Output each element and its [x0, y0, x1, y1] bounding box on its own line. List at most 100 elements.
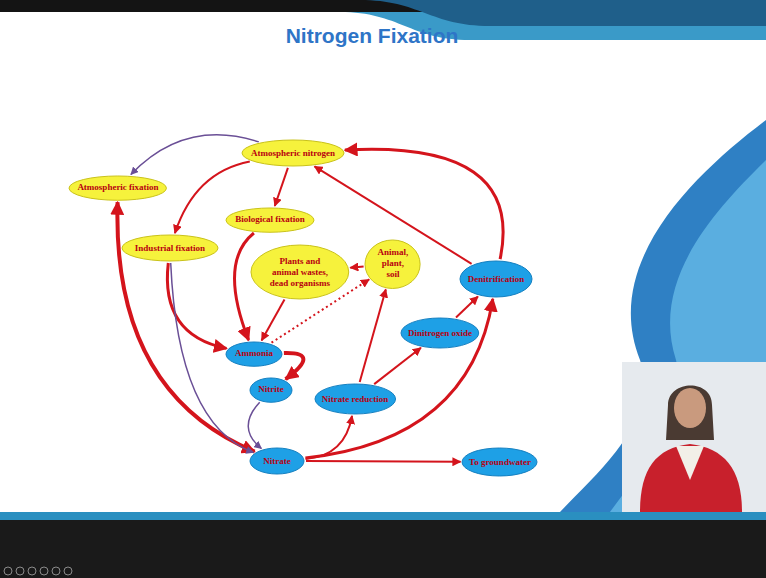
- player-icon: [64, 567, 72, 575]
- ellipse-node: Dinitrogen oxide: [400, 317, 480, 349]
- cloud-node: Atmospheric nitrogen: [241, 139, 345, 167]
- node-text-holder: Biological fixation: [225, 207, 315, 233]
- cloud-node: Animal, plant, soil: [364, 239, 421, 289]
- node-text-group: To groundwater: [469, 457, 531, 468]
- flow-arrow: [262, 300, 285, 341]
- node-shape: [242, 140, 344, 166]
- node-text-group: Biological fixation: [235, 214, 305, 225]
- node-text-group: Dinitrogen oxide: [408, 328, 472, 339]
- node-text-holder: Nitrite: [249, 377, 293, 403]
- flow-arrow: [167, 263, 226, 348]
- node-label: Atmospheric fixation: [77, 182, 158, 193]
- node-text-holder: Animal, plant, soil: [364, 239, 421, 289]
- node-shape: [315, 384, 396, 414]
- bottom-line: [0, 512, 766, 520]
- node-shape: [250, 448, 304, 474]
- presenter-jacket: [640, 444, 742, 512]
- presenter-face: [674, 388, 706, 428]
- node-shape: [365, 240, 420, 288]
- node-text-group: Nitrate: [263, 456, 290, 467]
- flow-arrow: [306, 460, 461, 463]
- flow-arrow: [131, 135, 259, 175]
- ellipse-node: To groundwater: [461, 447, 538, 477]
- player-icon: [40, 567, 48, 575]
- flow-arrow: [456, 297, 478, 318]
- node-shape: [462, 448, 537, 476]
- player-icons: [4, 567, 72, 575]
- node-label: Ammonia: [235, 348, 273, 359]
- flow-arrow: [350, 267, 363, 268]
- cloud-node: Atmospheric fixation: [68, 175, 167, 201]
- node-text-holder: Ammonia: [225, 341, 283, 367]
- ellipse-node: Ammonia: [225, 341, 283, 367]
- flow-arrow: [305, 299, 492, 458]
- node-label: Animal, plant, soil: [375, 247, 411, 280]
- node-shape: [401, 318, 479, 348]
- node-text-group: Plants and animal wastes, dead organisms: [267, 256, 333, 289]
- node-shape: [69, 176, 166, 200]
- node-text-holder: Atmospheric nitrogen: [241, 139, 345, 167]
- ellipse-node: Denitrification: [459, 260, 533, 298]
- node-label: Denitrification: [468, 274, 525, 285]
- node-label: Plants and animal wastes, dead organisms: [267, 256, 333, 289]
- node-text-holder: To groundwater: [461, 447, 538, 477]
- node-text-group: Ammonia: [235, 348, 273, 359]
- flow-arrow: [117, 202, 254, 452]
- side-wave-light: [610, 160, 766, 512]
- node-text-group: Atmospheric nitrogen: [251, 148, 335, 159]
- node-shape: [226, 208, 314, 232]
- node-label: Nitrite: [258, 384, 283, 395]
- player-icon: [28, 567, 36, 575]
- node-text-holder: Nitrate reduction: [314, 383, 397, 415]
- presenter-frame: [622, 362, 766, 512]
- flow-arrow: [374, 348, 421, 384]
- player-icon: [16, 567, 24, 575]
- node-text-group: Denitrification: [468, 274, 525, 285]
- slide-title: Nitrogen Fixation: [0, 24, 744, 48]
- node-label: Atmospheric nitrogen: [251, 148, 335, 159]
- node-text-holder: Dinitrogen oxide: [400, 317, 480, 349]
- node-text-holder: Industrial fixation: [121, 234, 219, 262]
- cloud-node: Industrial fixation: [121, 234, 219, 262]
- node-text-holder: Denitrification: [459, 260, 533, 298]
- player-icon: [4, 567, 12, 575]
- node-text-group: Animal, plant, soil: [375, 247, 411, 280]
- node-text-group: Nitrite: [258, 384, 283, 395]
- presenter-scarf: [676, 446, 704, 480]
- node-label: Nitrate: [263, 456, 290, 467]
- node-text-group: Industrial fixation: [135, 243, 205, 254]
- node-shape: [251, 245, 349, 299]
- node-text-holder: Atmospheric fixation: [68, 175, 167, 201]
- node-label: Industrial fixation: [135, 243, 205, 254]
- top-wave-dark: [360, 0, 766, 26]
- node-label: Biological fixation: [235, 214, 305, 225]
- flow-arrow: [345, 149, 503, 259]
- cloud-node: Plants and animal wastes, dead organisms: [250, 244, 350, 300]
- side-wave: [560, 120, 766, 512]
- node-label: Dinitrogen oxide: [408, 328, 472, 339]
- node-shape: [250, 378, 292, 402]
- node-shape: [460, 261, 532, 297]
- cloud-node: Biological fixation: [225, 207, 315, 233]
- node-text-group: Nitrate reduction: [322, 394, 389, 405]
- flow-arrow: [360, 289, 386, 382]
- node-text-group: Atmospheric fixation: [77, 182, 158, 193]
- node-text-holder: Nitrate: [249, 447, 305, 475]
- node-label: To groundwater: [469, 457, 531, 468]
- node-label: Nitrate reduction: [322, 394, 389, 405]
- flow-arrow: [248, 402, 261, 448]
- flow-arrow: [284, 353, 303, 379]
- ellipse-node: Nitrate reduction: [314, 383, 397, 415]
- node-text-holder: Plants and animal wastes, dead organisms: [250, 244, 350, 300]
- player-icon: [52, 567, 60, 575]
- node-shape: [226, 342, 282, 366]
- bottom-bar: [0, 520, 766, 578]
- ellipse-node: Nitrite: [249, 377, 293, 403]
- ellipse-node: Nitrate: [249, 447, 305, 475]
- node-shape: [122, 235, 218, 261]
- flow-arrow: [275, 168, 288, 206]
